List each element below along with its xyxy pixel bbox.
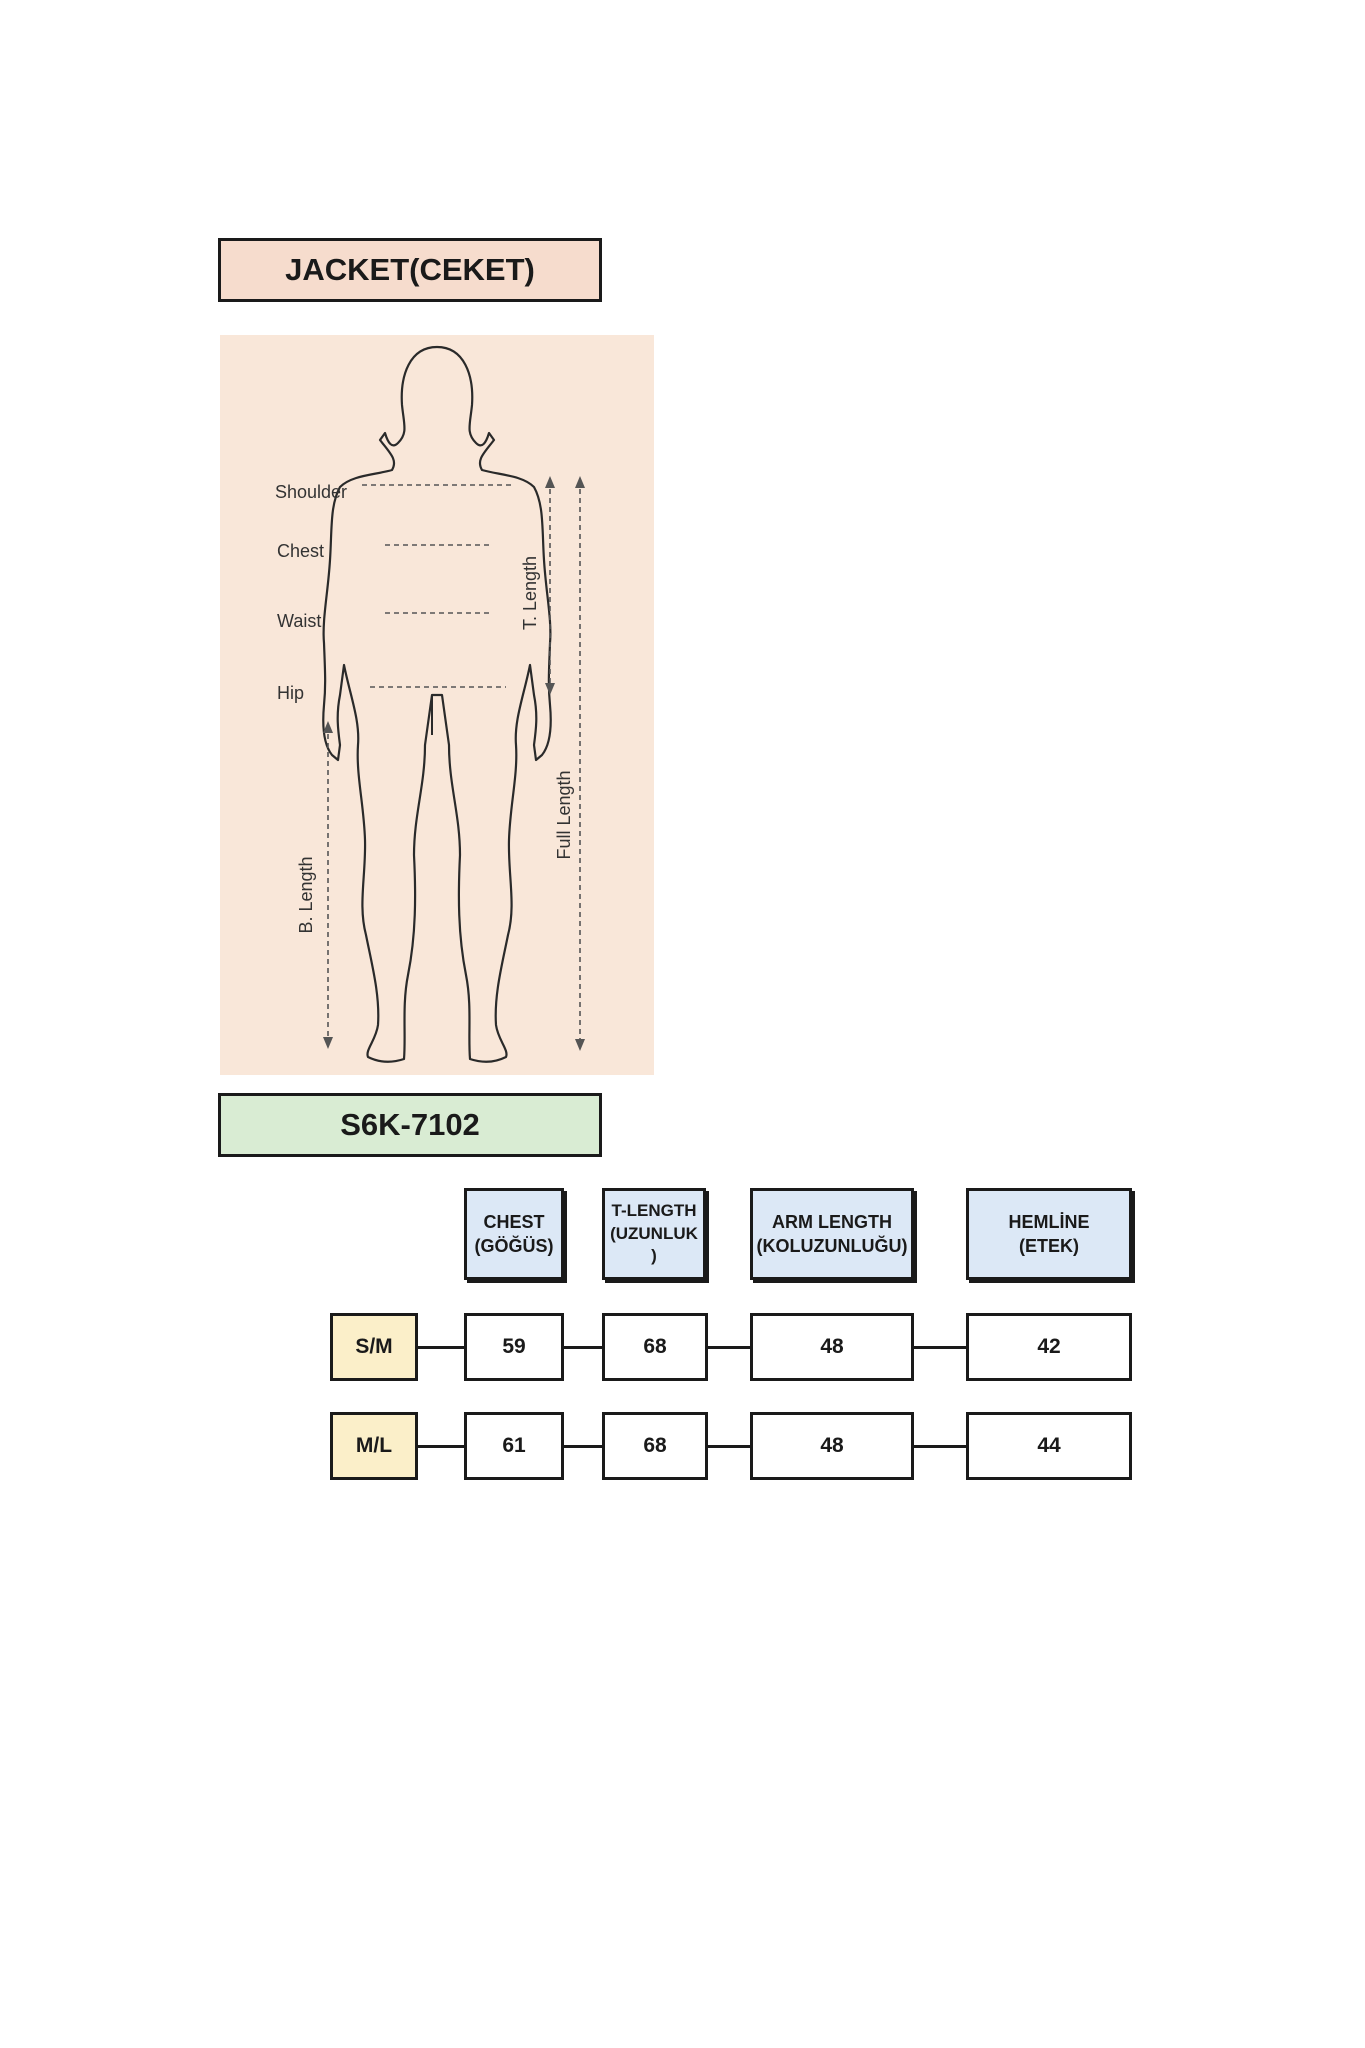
row-connector [708,1445,750,1448]
column-header-line1: HEMLİNE [1008,1211,1090,1232]
jacket-title: JACKET(CEKET) [218,238,602,302]
size-label-ml: M/L [330,1412,418,1480]
product-code: S6K-7102 [218,1093,602,1157]
t-length-label: T. Length [520,556,540,630]
row-connector [564,1346,602,1349]
cell-arm-length-ml: 48 [750,1412,914,1480]
column-header-arm-length: ARM LENGTH (KOLUZUNLUĞU) [750,1188,914,1280]
full-length-label: Full Length [554,770,574,859]
waist-label: Waist [277,611,321,631]
hip-label: Hip [277,683,304,703]
b-length-label: B. Length [296,856,316,933]
chest-label: Chest [277,541,324,561]
row-connector [564,1445,602,1448]
column-header-line2: (GÖĞÜS) [474,1236,554,1256]
body-silhouette-illustration: Shoulder Chest Waist Hip B. Length T. Le… [275,345,585,1063]
row-connector [914,1445,966,1448]
column-header-line3: ) [651,1246,657,1266]
cell-arm-length-sm: 48 [750,1313,914,1381]
column-header-hemline: HEMLİNE (ETEK) [966,1188,1132,1280]
row-connector [418,1445,464,1448]
size-label-sm: S/M [330,1313,418,1381]
cell-chest-ml: 61 [464,1412,564,1480]
column-header-t-length: T-LENGTH (UZUNLUK ) [602,1188,706,1280]
cell-t-length-ml: 68 [602,1412,708,1480]
cell-t-length-sm: 68 [602,1313,708,1381]
column-header-line1: ARM LENGTH [772,1211,892,1232]
column-header-line1: CHEST [483,1211,545,1232]
cell-hemline-sm: 42 [966,1313,1132,1381]
row-connector [914,1346,966,1349]
cell-hemline-ml: 44 [966,1412,1132,1480]
column-header-line2: (UZUNLUK [610,1223,698,1243]
row-connector [418,1346,464,1349]
cell-chest-sm: 59 [464,1313,564,1381]
column-header-line1: T-LENGTH [611,1200,697,1220]
column-header-line2: (ETEK) [1019,1236,1079,1256]
body-measurement-figure: Shoulder Chest Waist Hip B. Length T. Le… [220,335,654,1075]
column-header-line2: (KOLUZUNLUĞU) [756,1236,908,1256]
body-outline [322,345,552,1063]
shoulder-label: Shoulder [275,482,347,502]
row-connector [708,1346,750,1349]
column-header-chest: CHEST (GÖĞÜS) [464,1188,564,1280]
